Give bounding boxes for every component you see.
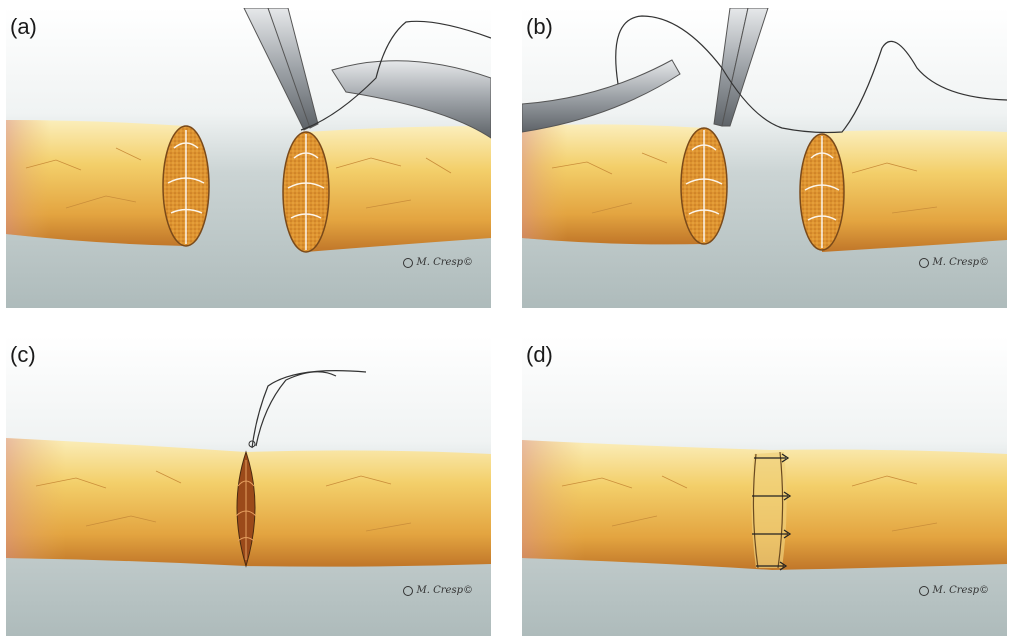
suture-thread bbox=[300, 20, 491, 131]
illustrator-credit: M. Cresp© bbox=[402, 257, 473, 268]
panel-a: (a) M. Cresp© bbox=[6, 8, 491, 308]
illustrator-credit: M. Cresp© bbox=[402, 585, 473, 596]
needle-holder-icon bbox=[522, 59, 681, 133]
needle-holder-icon bbox=[331, 60, 491, 139]
copyright-icon bbox=[402, 585, 413, 596]
copyright-icon bbox=[918, 585, 929, 596]
panel-b-illustration bbox=[522, 8, 1007, 308]
panel-d-illustration bbox=[522, 336, 1007, 636]
panel-label: (d) bbox=[526, 342, 553, 367]
right-nerve-stump bbox=[822, 130, 1007, 252]
panel-a-illustration bbox=[6, 8, 491, 308]
panel-d: (d) M. Cresp© bbox=[522, 336, 1007, 636]
right-nerve-stump bbox=[306, 126, 491, 252]
copyright-icon bbox=[918, 257, 929, 268]
copyright-icon bbox=[402, 257, 413, 268]
illustrator-credit: M. Cresp© bbox=[918, 585, 989, 596]
epineural-sutures bbox=[752, 453, 792, 571]
panel-c: (c) M. Cresp© bbox=[6, 336, 491, 636]
panel-label: (b) bbox=[526, 14, 553, 39]
panel-label: (c) bbox=[10, 342, 36, 367]
panel-label: (a) bbox=[10, 14, 37, 39]
suture-thread bbox=[251, 370, 367, 449]
illustrator-credit: M. Cresp© bbox=[918, 257, 989, 268]
suture-thread bbox=[615, 15, 1007, 134]
panel-b: (b) M. Cresp© bbox=[522, 8, 1007, 308]
